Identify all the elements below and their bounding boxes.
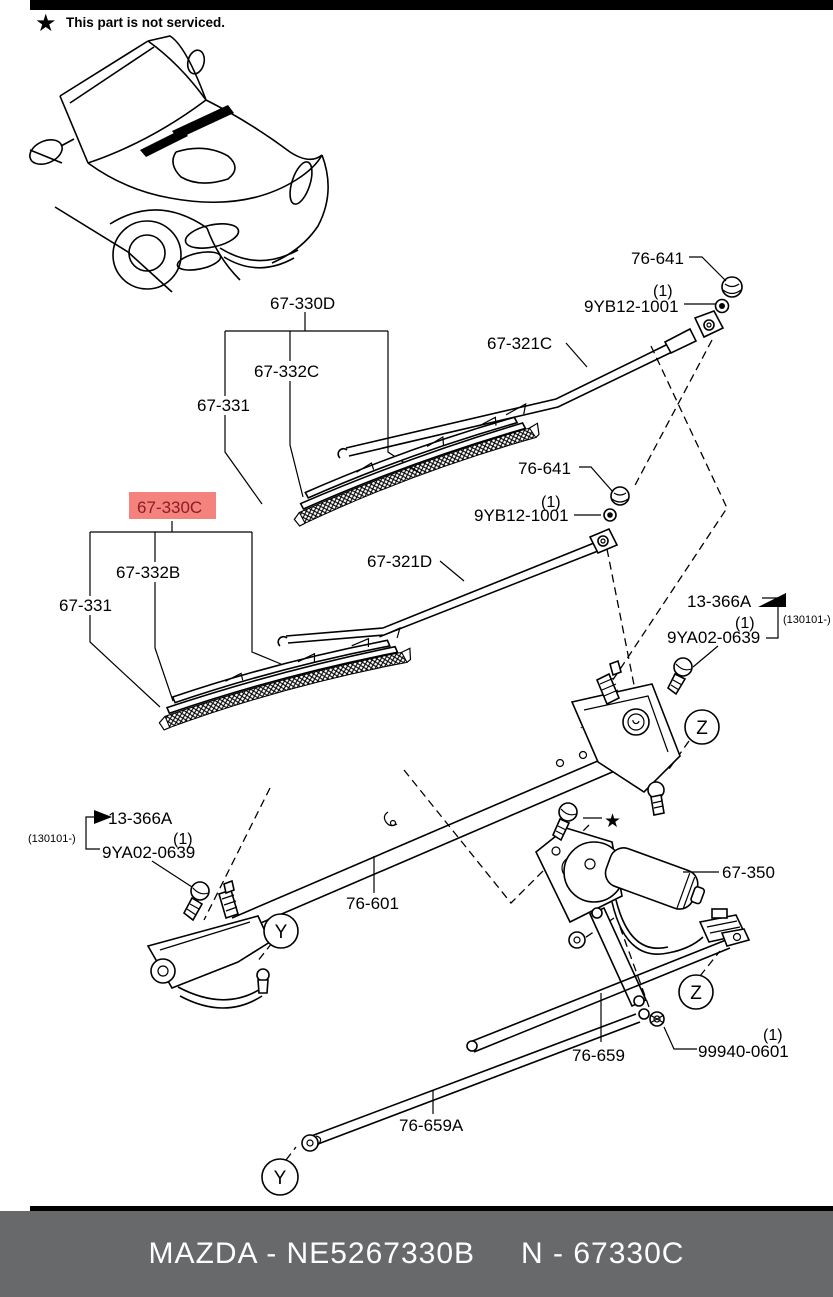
part-label-13-366a-left[interactable]: 13-366A xyxy=(108,809,173,828)
part-label-67-321c[interactable]: 67-321C xyxy=(487,334,552,353)
view-callout-letter: Y xyxy=(275,922,288,943)
part-label-76-601[interactable]: 76-601 xyxy=(346,894,399,913)
part-label-9ya02-right[interactable]: 9YA02-0639 xyxy=(667,628,760,647)
footer-bar: MAZDA - NE5267330B N - 67330C xyxy=(0,1211,833,1297)
part-label-76-659[interactable]: 76-659 xyxy=(572,1046,625,1065)
part-label-67-331-lower[interactable]: 67-331 xyxy=(59,596,112,615)
not-serviced-star-icon: ★ xyxy=(35,10,57,37)
part-label-13-366a-right[interactable]: 13-366A xyxy=(687,592,752,611)
label-backplate xyxy=(193,396,255,415)
qty-9ya02-right: (1) xyxy=(735,615,755,632)
highlight-box xyxy=(129,492,216,519)
date-range-right: (130101-) xyxy=(783,614,831,626)
lower-blade-group-bracket xyxy=(89,521,282,708)
not-serviced-note: This part is not serviced. xyxy=(66,15,225,30)
view-callout-z-upper[interactable]: Z xyxy=(684,709,720,745)
view-callout-y-upper[interactable]: Y xyxy=(263,913,299,949)
change-marker-icon-right xyxy=(758,593,786,607)
view-callout-y-lower[interactable]: Y xyxy=(261,1158,299,1196)
label-backplate xyxy=(56,596,117,615)
part-label-99940-0601[interactable]: 99940-0601 xyxy=(698,1042,789,1061)
wiper-motor xyxy=(535,827,747,1008)
part-label-67-332b[interactable]: 67-332B xyxy=(116,563,180,582)
not-serviced-star-marker: ★ xyxy=(604,811,621,832)
right-pivot-assembly xyxy=(570,659,681,816)
upper-pivot-nut xyxy=(714,298,730,314)
part-label-9yb12-lower[interactable]: 9YB12-1001 xyxy=(474,506,569,525)
qty-99940: (1) xyxy=(763,1027,783,1044)
view-callout-letter: Z xyxy=(696,718,708,739)
footer-part-number: N - 67330C xyxy=(521,1237,685,1270)
link-nut-99940 xyxy=(649,1011,665,1027)
part-label-9yb12-upper[interactable]: 9YB12-1001 xyxy=(584,297,679,316)
part-label-67-330d[interactable]: 67-330D xyxy=(270,294,335,313)
left-mount-bolt xyxy=(182,881,210,922)
lower-pivot-cap xyxy=(610,486,630,506)
label-backplate xyxy=(249,361,326,381)
link-rod-76-659a xyxy=(301,1008,650,1152)
change-marker-icon-left xyxy=(94,810,112,824)
car-illustration xyxy=(29,35,329,293)
view-callout-letter: Z xyxy=(690,983,702,1004)
qty-76-641-lower: (1) xyxy=(541,494,561,511)
part-label-9ya02-left[interactable]: 9YA02-0639 xyxy=(102,843,195,862)
upper-pivot-cap xyxy=(721,276,743,298)
part-label-67-350[interactable]: 67-350 xyxy=(722,863,775,882)
lower-wiper-blade xyxy=(158,627,412,731)
date-range-left: (130101-) xyxy=(28,833,76,845)
view-callout-z-lower[interactable]: Z xyxy=(678,974,714,1010)
lower-wiper-arm xyxy=(277,527,619,647)
view-callout-letter: Y xyxy=(274,1168,287,1189)
qty-76-641-upper: (1) xyxy=(653,283,673,300)
footer-catalog-number: MAZDA - NE5267330B xyxy=(148,1237,476,1270)
upper-wiper-blade xyxy=(293,402,540,527)
label-backplate xyxy=(112,562,189,582)
upper-wiper-arm xyxy=(337,310,725,459)
qty-9ya02-left: (1) xyxy=(173,831,193,848)
part-label-67-330c-highlighted[interactable]: 67-330C xyxy=(137,498,202,517)
right-mount-bolt xyxy=(666,657,693,696)
part-label-67-331-upper[interactable]: 67-331 xyxy=(197,396,250,415)
top-border-bar xyxy=(30,0,833,10)
link-rod-76-659 xyxy=(466,928,751,1053)
part-label-76-641-lower[interactable]: 76-641 xyxy=(518,459,571,478)
part-label-67-332c[interactable]: 67-332C xyxy=(254,362,319,381)
leader-lines xyxy=(85,256,779,1114)
left-pivot-assembly xyxy=(146,879,272,1009)
bottom-border-line xyxy=(30,1206,833,1211)
motor-bolt-not-serviced xyxy=(551,802,578,842)
lower-pivot-nut xyxy=(603,508,617,522)
part-label-76-641-upper[interactable]: 76-641 xyxy=(631,249,684,268)
part-label-67-321d[interactable]: 67-321D xyxy=(367,552,432,571)
part-label-76-659a[interactable]: 76-659A xyxy=(399,1116,464,1135)
